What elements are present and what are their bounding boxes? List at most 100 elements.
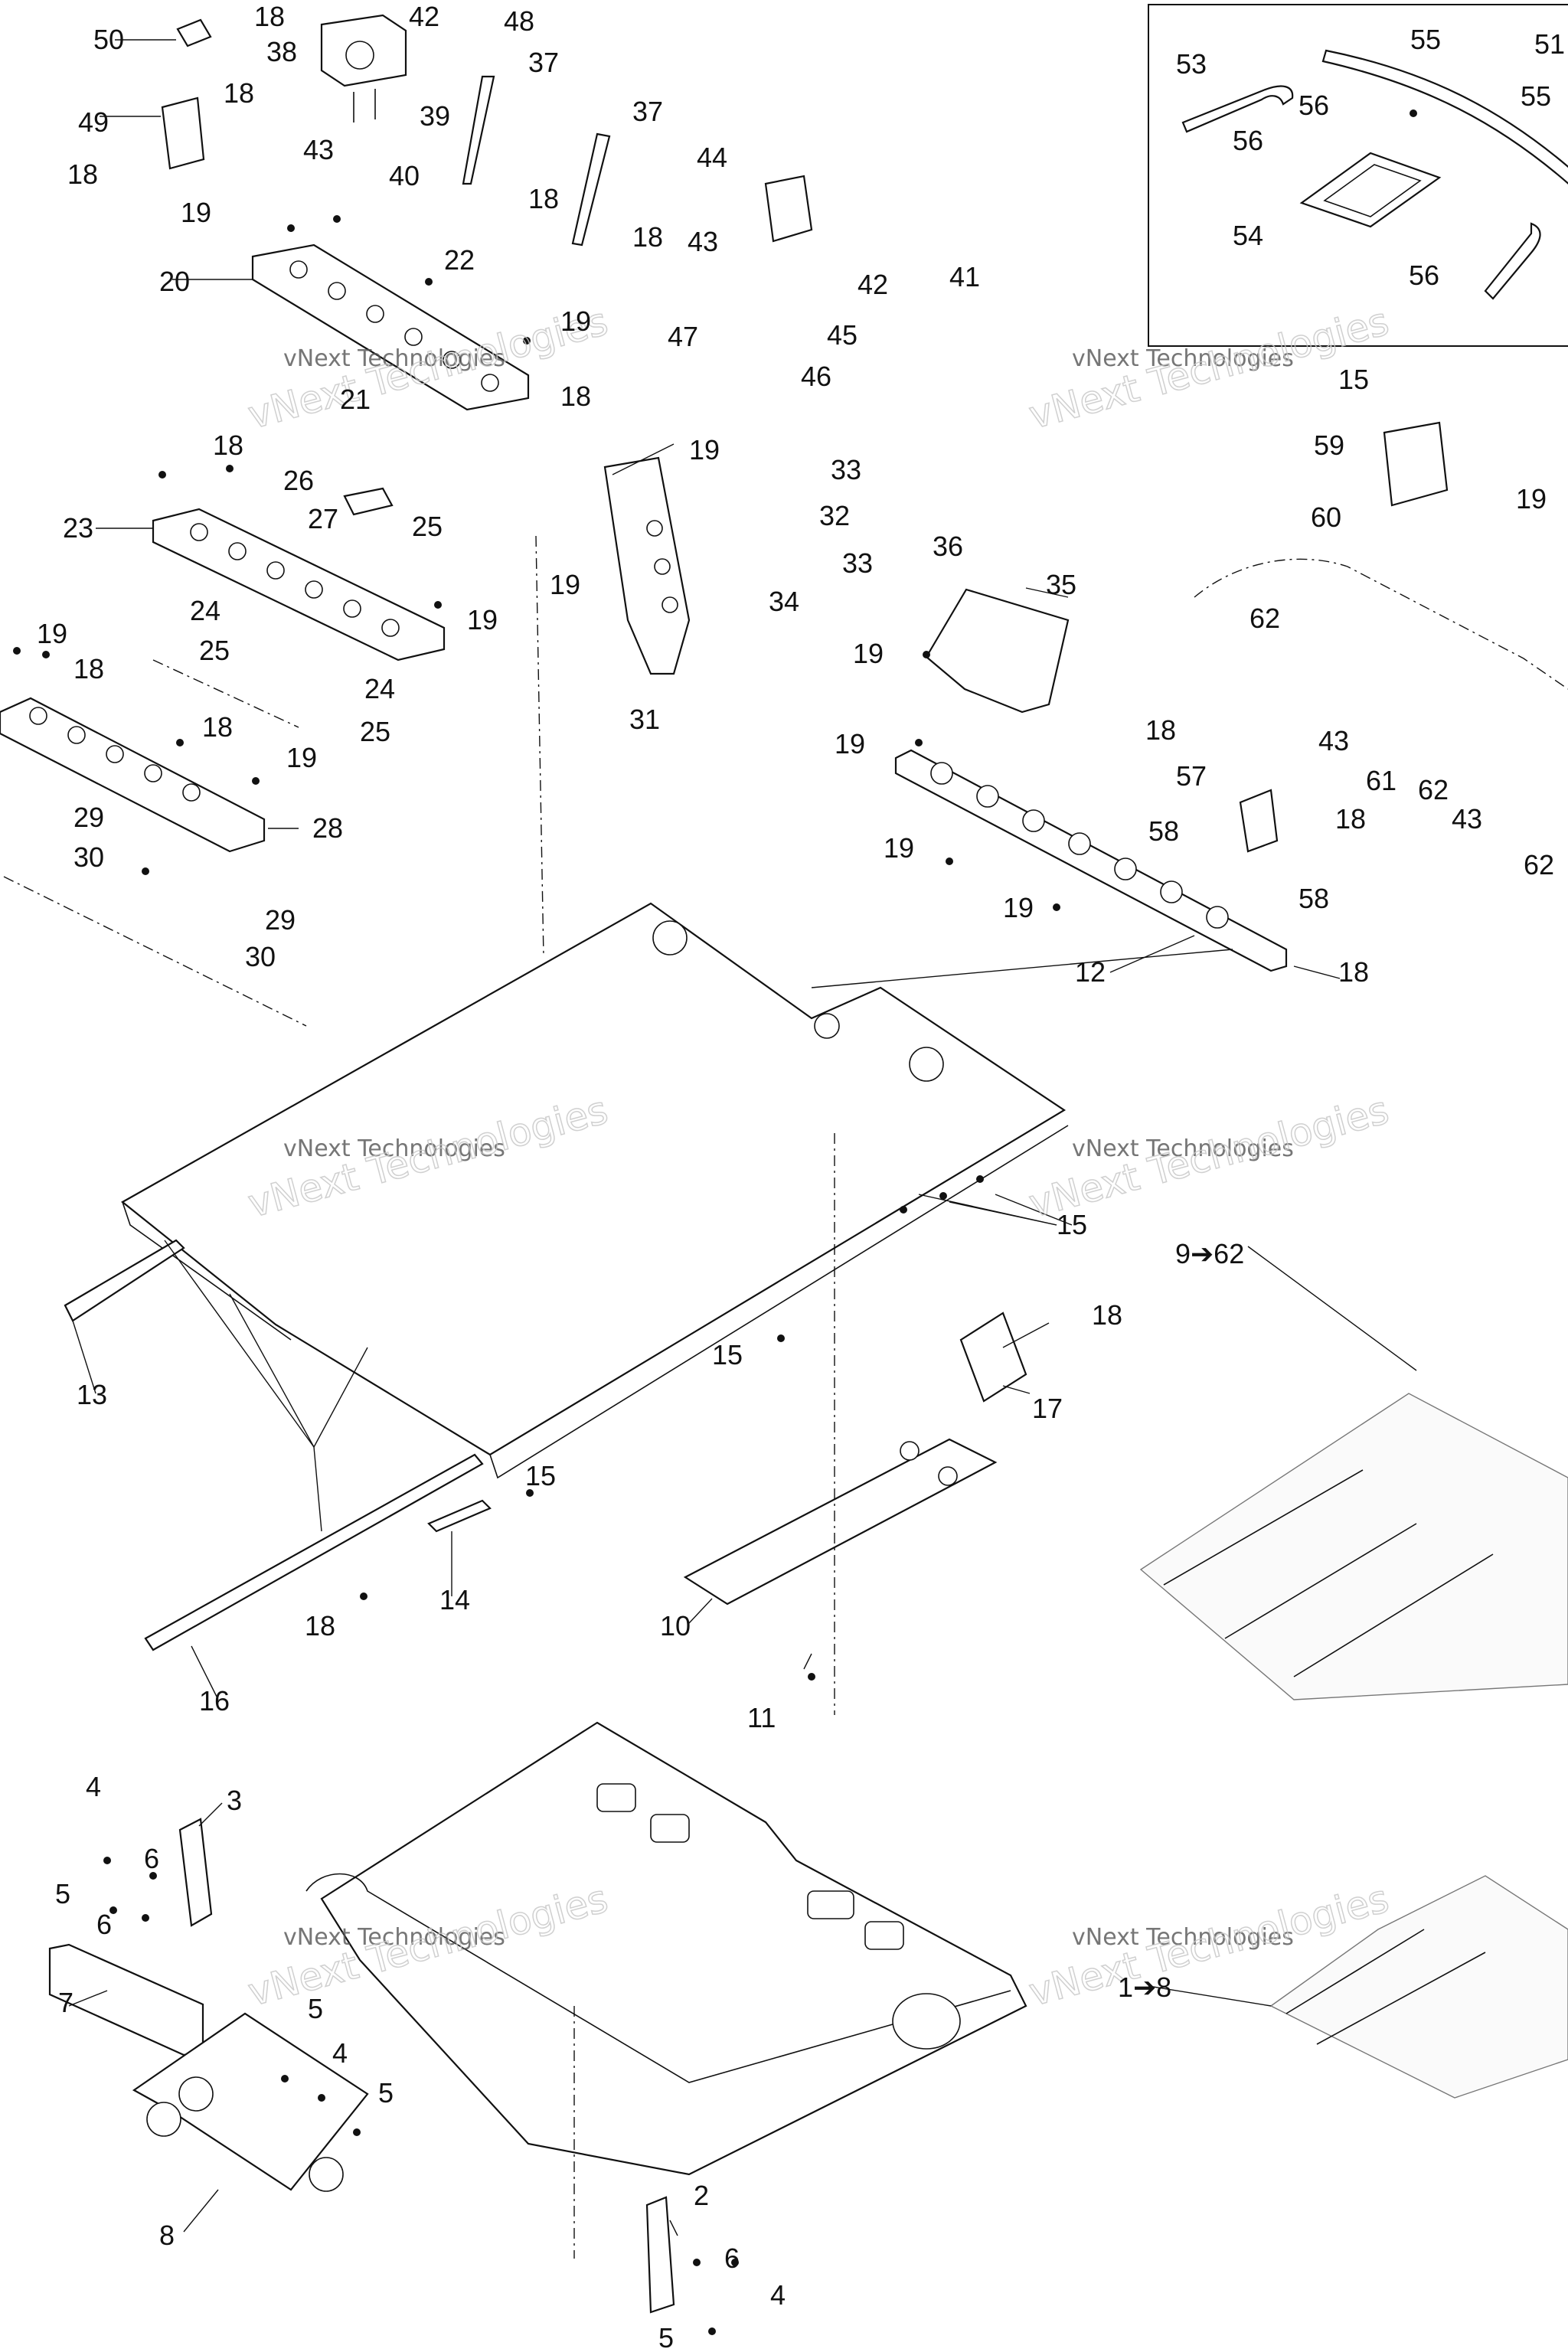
callout-21: 21	[340, 384, 371, 415]
callout-58: 58	[1298, 883, 1329, 914]
callout-16: 16	[199, 1685, 230, 1717]
callout-5: 5	[378, 2077, 394, 2109]
callout-43: 43	[303, 134, 334, 165]
callout-18: 18	[67, 158, 98, 190]
watermark-text: vNext Technologies	[1072, 1924, 1294, 1951]
callout-18: 18	[224, 77, 254, 109]
callout-2: 2	[694, 2180, 709, 2211]
callout-27: 27	[308, 503, 338, 534]
watermark-text: vNext Technologies	[283, 1135, 505, 1162]
callout-24: 24	[190, 595, 220, 626]
callout-7: 7	[58, 1987, 74, 2018]
fasteners	[13, 215, 1060, 2335]
callout-19: 19	[467, 604, 498, 635]
callout-12: 12	[1075, 956, 1106, 988]
callout-4: 4	[332, 2037, 348, 2069]
callout-41: 41	[949, 261, 980, 292]
callout-19: 19	[181, 197, 211, 228]
watermark-text: vNext Technologies	[283, 1924, 505, 1951]
callout-37: 37	[632, 96, 663, 127]
callout-55: 55	[1521, 80, 1551, 112]
callout-47: 47	[668, 321, 698, 352]
watermark-text: vNext Technologies	[1072, 1135, 1294, 1162]
callout-43: 43	[1318, 725, 1349, 756]
callout-25: 25	[199, 635, 230, 666]
main-tunnel-frame	[64, 902, 1069, 1651]
callout-40: 40	[389, 160, 420, 191]
callout-25: 25	[360, 716, 390, 747]
callout-labels: 50 18 42 48 38 37 37 49 18 39 43 40 18 1…	[37, 1, 1565, 2352]
callout-18: 18	[305, 1610, 335, 1642]
callout-62: 62	[1250, 603, 1280, 634]
callout-36: 36	[933, 531, 963, 562]
callout-18: 18	[74, 653, 104, 684]
callout-42: 42	[409, 1, 439, 32]
callout-49: 49	[78, 106, 109, 138]
callout-18: 18	[1338, 956, 1369, 988]
callout-15: 15	[1057, 1209, 1087, 1240]
callout-22: 22	[444, 244, 475, 276]
callout-15: 15	[1338, 364, 1369, 395]
inset-detail-box	[1148, 4, 1568, 347]
watermark-text: vNext Technologies	[283, 345, 505, 372]
callout-6: 6	[724, 2243, 740, 2274]
callout-53: 53	[1176, 48, 1207, 80]
ref-parts-1-8: 1➔8	[1118, 1971, 1171, 2003]
callout-57: 57	[1176, 760, 1207, 792]
callout-11: 11	[747, 1702, 776, 1733]
callout-15: 15	[712, 1339, 743, 1370]
callout-30: 30	[245, 941, 276, 972]
callout-59: 59	[1314, 430, 1344, 461]
callout-44: 44	[697, 142, 727, 173]
callout-19: 19	[853, 638, 884, 669]
callout-45: 45	[827, 319, 858, 351]
callout-33: 33	[831, 454, 861, 485]
callout-61: 61	[1366, 765, 1396, 796]
callout-19: 19	[1516, 483, 1547, 514]
callout-10: 10	[660, 1610, 691, 1642]
callout-19: 19	[884, 832, 914, 864]
callout-32: 32	[819, 500, 850, 531]
callout-31: 31	[629, 704, 660, 735]
callout-4: 4	[770, 2279, 786, 2311]
callout-5: 5	[658, 2322, 674, 2352]
ref-parts-9-62: 9➔62	[1175, 1238, 1244, 1269]
callout-25: 25	[412, 511, 443, 542]
watermark-text: vNext Technologies	[1072, 345, 1294, 372]
callout-39: 39	[420, 100, 450, 132]
callout-6: 6	[144, 1843, 159, 1874]
upper-brackets-group	[0, 14, 813, 853]
callout-34: 34	[769, 586, 799, 617]
lower-chassis-assembly	[48, 1721, 1027, 2314]
callout-19: 19	[560, 305, 591, 337]
callout-35: 35	[1046, 569, 1076, 600]
callout-50: 50	[93, 24, 124, 55]
callout-19: 19	[286, 742, 317, 773]
callout-18: 18	[1145, 714, 1176, 746]
callout-18: 18	[632, 221, 663, 253]
callout-37: 37	[528, 47, 559, 78]
callout-29: 29	[265, 904, 296, 936]
callout-3: 3	[227, 1785, 242, 1816]
callout-18: 18	[1335, 803, 1366, 835]
callout-5: 5	[308, 1993, 323, 2024]
callout-62: 62	[1418, 774, 1449, 805]
callout-26: 26	[283, 465, 314, 496]
callout-56: 56	[1233, 125, 1263, 156]
callout-51: 51	[1534, 28, 1565, 60]
callout-56: 56	[1409, 260, 1439, 291]
callout-24: 24	[364, 673, 395, 704]
callout-4: 4	[86, 1771, 101, 1802]
callout-8: 8	[159, 2220, 175, 2251]
callout-56: 56	[1298, 90, 1329, 121]
callout-14: 14	[439, 1584, 470, 1615]
callout-43: 43	[1452, 803, 1482, 835]
callout-18: 18	[254, 1, 285, 32]
callout-18: 18	[202, 711, 233, 743]
callout-33: 33	[842, 547, 873, 579]
callout-60: 60	[1311, 501, 1341, 533]
callout-18: 18	[528, 183, 559, 214]
callout-19: 19	[1003, 892, 1034, 923]
callout-6: 6	[96, 1909, 112, 1940]
callout-18: 18	[1092, 1299, 1122, 1331]
